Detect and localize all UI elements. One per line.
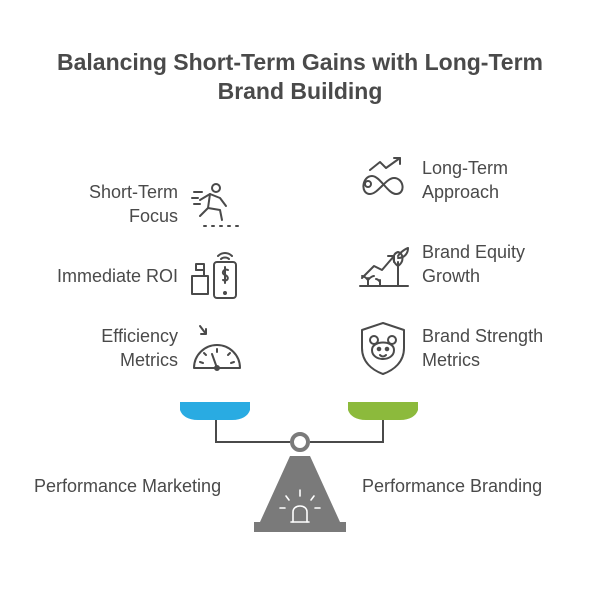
right-pan	[348, 402, 418, 420]
short-term-focus-label: Short-Term Focus	[88, 182, 178, 226]
title-line-1: Balancing Short-Term Gains with Long-Ter…	[56, 49, 543, 75]
infinity-trend-icon	[356, 152, 412, 208]
alarm-light-icon	[279, 489, 321, 523]
balance-beam	[215, 420, 384, 443]
immediate-roi-label: Immediate ROI	[56, 266, 178, 286]
page-title: Balancing Short-Term Gains with Long-Ter…	[0, 48, 600, 106]
performance-branding-label: Performance Branding	[362, 476, 543, 496]
sprinter-icon	[190, 178, 242, 230]
balance-scale	[180, 402, 418, 532]
speedometer-icon	[190, 322, 244, 374]
left-pan	[180, 402, 250, 420]
brand-strength-metrics-label: Brand Strength Metrics	[422, 326, 544, 370]
scale-base	[254, 522, 346, 532]
brand-equity-growth-label: Brand Equity Growth	[422, 242, 526, 286]
long-term-approach-label: Long-Term Approach	[422, 158, 509, 202]
performance-marketing-label: Performance Marketing	[34, 476, 222, 496]
pivot-ring	[290, 432, 310, 452]
title-line-2: Brand Building	[217, 78, 383, 104]
efficiency-metrics-label: Efficiency Metrics	[101, 326, 178, 370]
shield-bear-icon	[358, 320, 408, 376]
cash-register-phone-icon	[190, 248, 244, 302]
scale-stand	[260, 456, 340, 522]
growing-plant-icon	[356, 236, 412, 292]
